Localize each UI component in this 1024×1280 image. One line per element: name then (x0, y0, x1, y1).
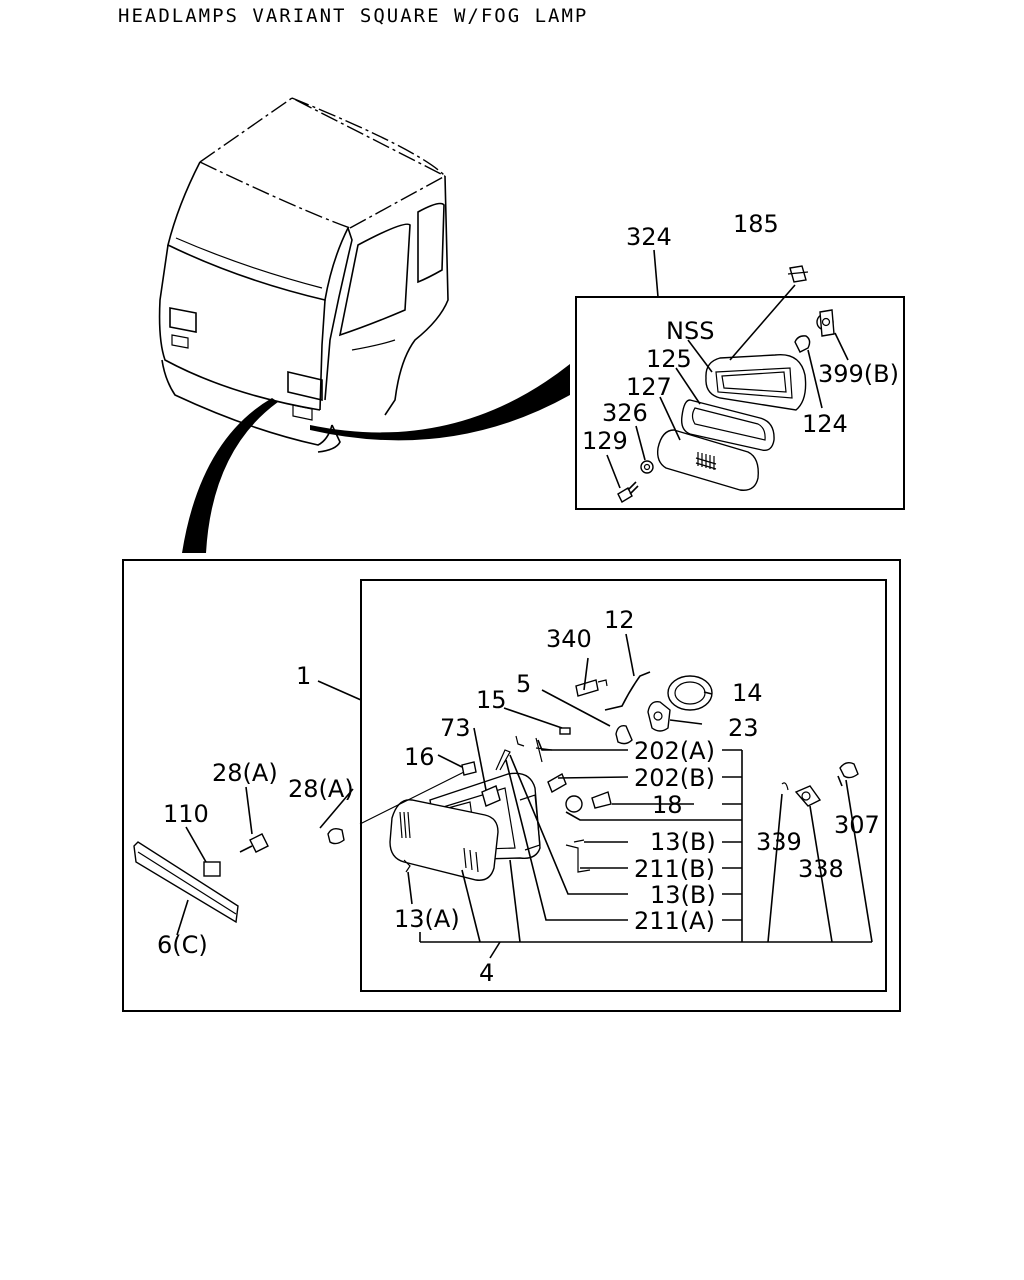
callout-23: 23 (728, 714, 759, 742)
callout-6c: 6(C) (157, 931, 208, 959)
callout-1: 1 (296, 662, 311, 690)
callout-340: 340 (546, 625, 592, 653)
callout-14: 14 (732, 679, 763, 707)
callout-13b-1: 13(B) (650, 828, 716, 856)
callout-211a: 211(A) (634, 907, 715, 935)
connector-arrows (182, 364, 570, 553)
truck-cab-illustration (158, 97, 449, 453)
headlamp-assembly-box (122, 559, 901, 1012)
page-title: HEADLAMPS VARIANT SQUARE W/FOG LAMP (118, 5, 589, 27)
callout-399b: 399(B) (818, 360, 899, 388)
callout-324: 324 (626, 223, 672, 251)
callout-13b-2: 13(B) (650, 881, 716, 909)
callout-13a: 13(A) (394, 905, 460, 933)
callout-28a-1: 28(A) (212, 759, 278, 787)
callout-labels: 324 185 NSS 399(B) 125 127 326 124 129 1… (157, 210, 899, 987)
callout-307: 307 (834, 811, 880, 839)
callout-124: 124 (802, 410, 848, 438)
callout-16: 16 (404, 743, 435, 771)
callout-5: 5 (516, 670, 531, 698)
callout-18: 18 (652, 791, 683, 819)
callout-110: 110 (163, 800, 209, 828)
marker-lamp-box (575, 249, 905, 510)
callout-185: 185 (733, 210, 779, 238)
callout-nss: NSS (666, 317, 714, 345)
callout-211b: 211(B) (634, 855, 715, 883)
callout-326: 326 (602, 399, 648, 427)
callout-73: 73 (440, 714, 471, 742)
callout-202b: 202(B) (634, 764, 715, 792)
callout-338: 338 (798, 855, 844, 883)
callout-127: 127 (626, 373, 672, 401)
callout-125: 125 (646, 345, 692, 373)
callout-4: 4 (479, 959, 494, 987)
callout-15: 15 (476, 686, 507, 714)
callout-129: 129 (582, 427, 628, 455)
callout-12: 12 (604, 606, 635, 634)
callout-339: 339 (756, 828, 802, 856)
callout-28a-2: 28(A) (288, 775, 354, 803)
callout-202a: 202(A) (634, 737, 715, 765)
